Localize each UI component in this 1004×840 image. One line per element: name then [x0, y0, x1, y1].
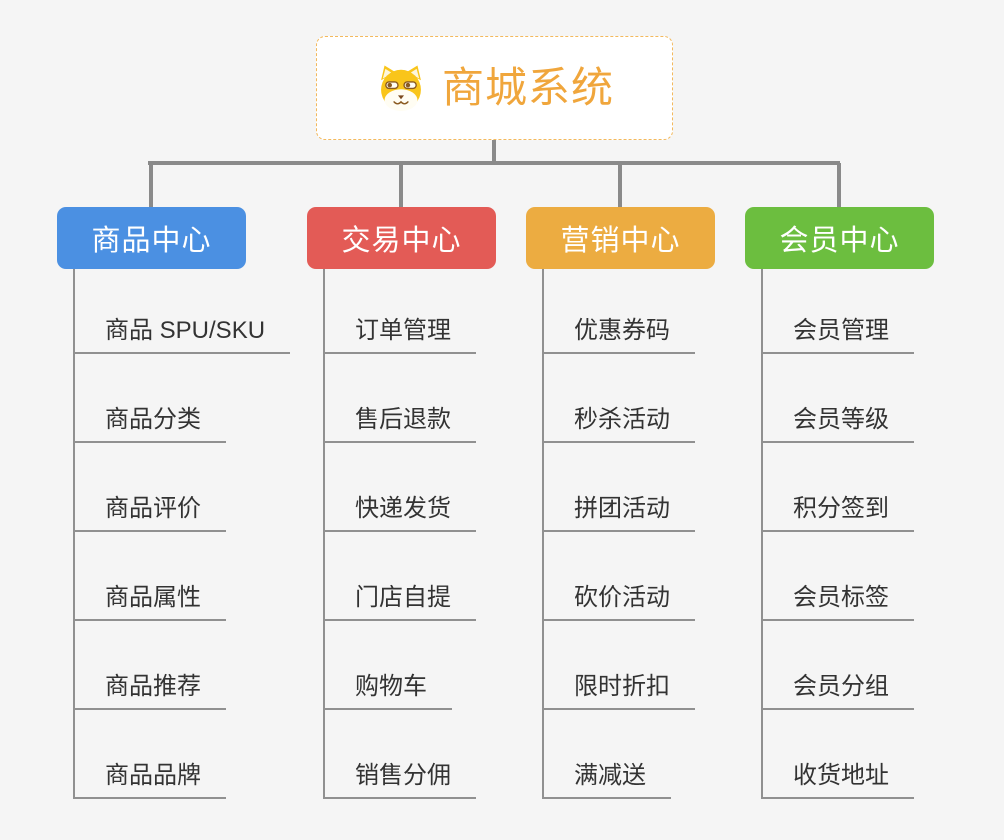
- branch-header-member-center[interactable]: 会员中心: [745, 207, 934, 269]
- leaf-node[interactable]: 会员等级: [761, 405, 914, 443]
- leaf-node[interactable]: 快递发货: [323, 494, 476, 532]
- branch-trade-center: 交易中心 订单管理 售后退款 快递发货 门店自提 购物车 销售分佣: [307, 207, 496, 840]
- leaf-node[interactable]: 优惠券码: [542, 316, 695, 354]
- leaf-node[interactable]: 拼团活动: [542, 494, 695, 532]
- leaf-node[interactable]: 商品推荐: [73, 672, 226, 710]
- leaf-node[interactable]: 售后退款: [323, 405, 476, 443]
- branch-header-product-center[interactable]: 商品中心: [57, 207, 246, 269]
- leaf-node[interactable]: 会员分组: [761, 672, 914, 710]
- leaf-node[interactable]: 限时折扣: [542, 672, 695, 710]
- branch-member-center: 会员中心 会员管理 会员等级 积分签到 会员标签 会员分组 收货地址: [745, 207, 934, 840]
- dog-face-icon: [375, 64, 427, 112]
- leaf-node[interactable]: 商品 SPU/SKU: [73, 316, 291, 354]
- leaf-node[interactable]: 商品评价: [73, 494, 226, 532]
- leaf-node[interactable]: 商品分类: [73, 405, 226, 443]
- leaf-node[interactable]: 购物车: [323, 672, 452, 710]
- connector-drop-trade: [399, 163, 403, 207]
- leaf-node[interactable]: 订单管理: [323, 316, 476, 354]
- branch-spine: [323, 269, 325, 799]
- leaf-node[interactable]: 门店自提: [323, 583, 476, 621]
- leaf-node[interactable]: 秒杀活动: [542, 405, 695, 443]
- branch-header-trade-center[interactable]: 交易中心: [307, 207, 496, 269]
- root-node[interactable]: 商城系统: [316, 36, 673, 140]
- leaf-node[interactable]: 销售分佣: [323, 761, 476, 799]
- connector-root-stem: [492, 140, 496, 163]
- leaf-node[interactable]: 积分签到: [761, 494, 914, 532]
- branch-spine: [542, 269, 544, 799]
- leaf-node[interactable]: 收货地址: [761, 761, 914, 799]
- leaf-node[interactable]: 商品品牌: [73, 761, 226, 799]
- connector-horizontal-bar: [148, 161, 840, 165]
- leaf-node[interactable]: 会员管理: [761, 316, 914, 354]
- leaf-node[interactable]: 会员标签: [761, 583, 914, 621]
- branch-spine: [761, 269, 763, 799]
- connector-drop-product: [149, 163, 153, 207]
- root-title: 商城系统: [441, 64, 614, 111]
- branch-spine: [73, 269, 75, 799]
- leaf-node[interactable]: 商品属性: [73, 583, 226, 621]
- leaf-node[interactable]: 满减送: [542, 761, 671, 799]
- branch-marketing-center: 营销中心 优惠券码 秒杀活动 拼团活动 砍价活动 限时折扣 满减送: [526, 207, 715, 840]
- branch-product-center: 商品中心 商品 SPU/SKU 商品分类 商品评价 商品属性 商品推荐 商品品牌: [57, 207, 291, 840]
- connector-drop-member: [837, 163, 841, 207]
- connector-drop-marketing: [618, 163, 622, 207]
- leaf-node[interactable]: 砍价活动: [542, 583, 695, 621]
- branch-header-marketing-center[interactable]: 营销中心: [526, 207, 715, 269]
